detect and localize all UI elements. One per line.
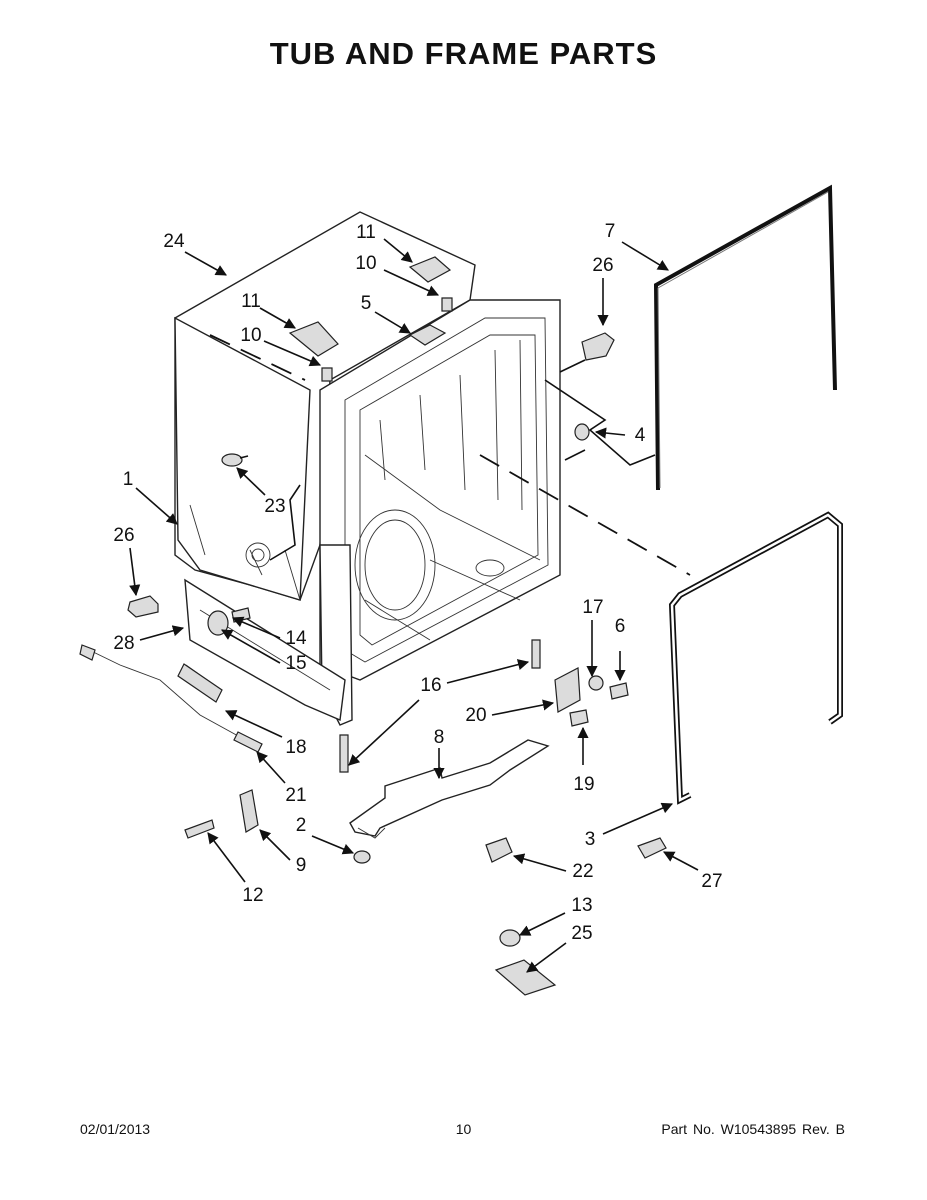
callout-21: 21: [285, 785, 306, 806]
footer-part-number: Part No. W10543895 Rev. B: [661, 1121, 845, 1137]
callout-13: 13: [571, 895, 592, 916]
callout-6: 6: [615, 616, 626, 637]
callout-19: 19: [573, 774, 594, 795]
callout-9: 9: [296, 855, 307, 876]
callout-18: 18: [285, 737, 306, 758]
callout-1: 1: [123, 469, 134, 490]
page-title: TUB AND FRAME PARTS: [269, 36, 658, 71]
callout-11b: 11: [241, 291, 261, 312]
callout-16: 16: [420, 675, 441, 696]
callout-27: 27: [701, 871, 722, 892]
part-3-side-gasket: [668, 511, 843, 805]
callout-12: 12: [242, 885, 263, 906]
callout-10b: 10: [240, 325, 261, 346]
callout-28: 28: [113, 633, 134, 654]
callout-26a: 26: [592, 255, 613, 276]
small-parts: [79, 256, 667, 996]
part-8-cover-plate: [349, 739, 550, 837]
callout-7: 7: [605, 221, 616, 242]
callout-3: 3: [585, 829, 596, 850]
callout-15: 15: [285, 653, 306, 674]
footer-date: 02/01/2013: [80, 1121, 151, 1137]
callout-23: 23: [264, 496, 285, 517]
callout-4: 4: [635, 425, 646, 446]
callout-22: 22: [572, 861, 593, 882]
callout-20: 20: [465, 705, 486, 726]
callout-10a: 10: [355, 253, 376, 274]
callout-labels: 1 2 3 4 5 6 7 8 9 10 10 11 11 12 13 14 1…: [113, 221, 722, 944]
dashed-leaders: [209, 334, 691, 576]
callout-8: 8: [434, 727, 445, 748]
callout-11a: 11: [356, 222, 376, 243]
callout-2: 2: [296, 815, 307, 836]
callout-25: 25: [571, 923, 592, 944]
callout-5: 5: [361, 293, 372, 314]
callout-17: 17: [582, 597, 603, 618]
callout-arrows: [129, 238, 699, 973]
footer-page-number: 10: [455, 1121, 472, 1137]
tub-assembly: [174, 211, 561, 726]
callout-26b: 26: [113, 525, 134, 546]
callout-14: 14: [285, 628, 307, 649]
callout-24: 24: [163, 231, 185, 252]
part-7-gasket-top: [653, 184, 837, 491]
